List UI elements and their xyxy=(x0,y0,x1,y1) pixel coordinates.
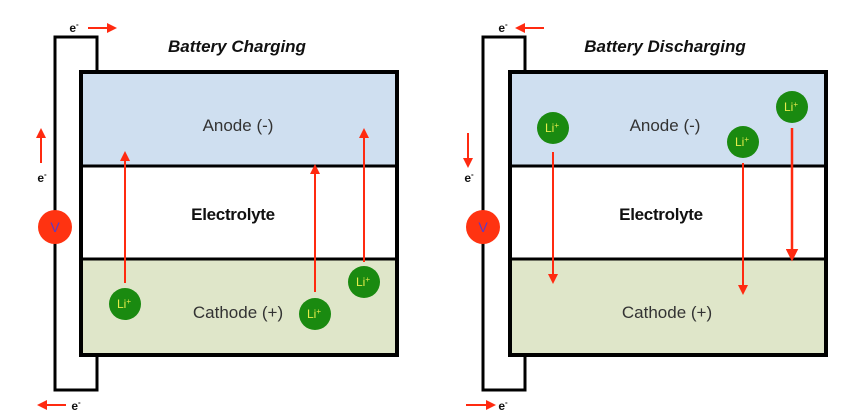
electrolyte-label: Electrolyte xyxy=(619,205,703,224)
anode-label: Anode (-) xyxy=(203,116,274,135)
electron-label-top: e- xyxy=(498,20,508,35)
battery-outline xyxy=(79,70,399,357)
svg-text:V: V xyxy=(478,219,488,235)
electron-label-bottom: e- xyxy=(498,398,508,413)
voltmeter-icon: V xyxy=(466,210,500,244)
discharging-panel: Battery Discharging V e- e- e- Anode (-)… xyxy=(463,20,828,413)
lithium-ion: Li+ xyxy=(299,298,331,330)
electron-label-bottom: e- xyxy=(71,398,81,413)
anode-layer xyxy=(81,72,397,166)
lithium-ion: Li+ xyxy=(776,91,808,123)
panel-title: Battery Discharging xyxy=(584,37,746,56)
cathode-label: Cathode (+) xyxy=(193,303,283,322)
voltmeter-icon: V xyxy=(38,210,72,244)
svg-text:Li+: Li+ xyxy=(117,297,131,311)
svg-text:Li+: Li+ xyxy=(784,100,798,114)
svg-text:Li+: Li+ xyxy=(356,275,370,289)
electrolyte-label: Electrolyte xyxy=(191,205,275,224)
electron-label-side: e- xyxy=(464,170,474,185)
electrolyte-layer xyxy=(510,166,826,259)
electron-label-top: e- xyxy=(69,20,79,35)
electrolyte-layer xyxy=(81,166,397,259)
charging-panel: Battery Charging V e- e- e- Anode (-) El… xyxy=(36,20,399,413)
cathode-label: Cathode (+) xyxy=(622,303,712,322)
cathode-layer xyxy=(510,259,826,355)
battery-outline xyxy=(508,70,828,357)
electron-label-side: e- xyxy=(37,170,47,185)
svg-text:V: V xyxy=(50,219,60,235)
lithium-ion: Li+ xyxy=(727,126,759,158)
svg-text:Li+: Li+ xyxy=(545,121,559,135)
lithium-ion: Li+ xyxy=(109,288,141,320)
anode-label: Anode (-) xyxy=(630,116,701,135)
svg-text:Li+: Li+ xyxy=(307,307,321,321)
lithium-ion: Li+ xyxy=(348,266,380,298)
svg-text:Li+: Li+ xyxy=(735,135,749,149)
panel-title: Battery Charging xyxy=(168,37,307,56)
lithium-ion: Li+ xyxy=(537,112,569,144)
